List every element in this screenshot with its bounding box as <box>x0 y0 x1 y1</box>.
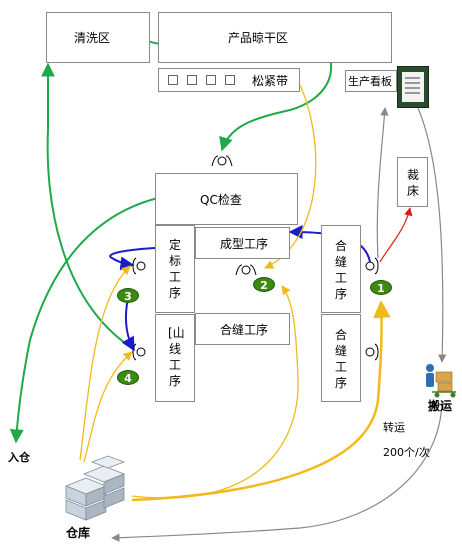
board-label: 生产看板 <box>348 75 392 88</box>
sewing-b-label: 合缝工序 <box>334 328 347 390</box>
flow-qc-to-inbound <box>9 197 159 444</box>
flow-wh-to-3 <box>79 265 131 461</box>
batch-label: 200个/次 <box>383 446 430 459</box>
forming-label: 成型工序 <box>220 237 269 251</box>
transport-worker-icon <box>426 364 456 398</box>
warehouse-label: 仓库 <box>66 526 91 540</box>
flow-to-wash <box>41 62 133 349</box>
warehouse-icon <box>64 455 126 521</box>
cutting-label: 裁床 <box>406 168 419 198</box>
operator-icon <box>365 257 379 275</box>
belt-slot <box>225 75 235 85</box>
belt-label: 松紧带 <box>252 74 289 88</box>
belt-zone: 松紧带 <box>158 68 300 92</box>
transport-label: 搬运 <box>428 399 453 413</box>
line-zone: [山线工序 <box>155 314 195 402</box>
belt-slot <box>187 75 197 85</box>
board-photo-icon <box>397 66 429 108</box>
sewing-a-label: 合缝工序 <box>334 239 347 301</box>
qc-zone: QC检查 <box>155 173 298 225</box>
fixing-label: 定标工序 <box>168 238 181 300</box>
operator-icon <box>211 155 233 167</box>
operator-icon <box>132 343 146 361</box>
drying-zone-label: 产品晾干区 <box>228 31 289 45</box>
inbound-label: 入仓 <box>8 451 30 464</box>
sewing-mid-zone: 合缝工序 <box>195 313 290 345</box>
forming-zone: 成型工序 <box>195 227 290 259</box>
sewing-mid-label: 合缝工序 <box>220 323 269 337</box>
operator-icon <box>365 343 379 361</box>
qc-label: QC检查 <box>200 193 242 207</box>
transfer-label: 转运 <box>383 421 405 434</box>
flow-photo-to-transport <box>417 107 447 363</box>
belt-slot <box>168 75 178 85</box>
flow-sew-to-cut <box>379 207 413 263</box>
flow-transport-to-wh <box>111 401 443 542</box>
cutting-zone: 裁床 <box>397 157 428 207</box>
operator-icon <box>235 264 257 276</box>
station-badge-3: 3 <box>117 288 139 303</box>
sewing-b-zone: 合缝工序 <box>321 314 361 402</box>
line-label: [山线工序 <box>168 326 185 388</box>
board-zone: 生产看板 <box>345 70 397 92</box>
flow-sew-to-board <box>376 107 389 259</box>
station-badge-2: 2 <box>253 277 275 292</box>
belt-slot <box>206 75 216 85</box>
flow-wh-to-1 <box>131 300 391 502</box>
operator-icon <box>132 257 146 275</box>
fixing-zone: 定标工序 <box>155 225 195 313</box>
station-badge-1: 1 <box>370 280 392 295</box>
drying-zone: 产品晾干区 <box>158 12 392 63</box>
station-badge-4: 4 <box>117 370 139 385</box>
flow-dry-to-qc <box>219 35 333 152</box>
washing-zone-label: 清洗区 <box>74 31 111 45</box>
flow-fix-to-line <box>121 297 135 352</box>
sewing-a-zone: 合缝工序 <box>321 225 361 313</box>
washing-zone: 清洗区 <box>46 12 150 63</box>
flow-wh-to-4 <box>83 351 133 463</box>
